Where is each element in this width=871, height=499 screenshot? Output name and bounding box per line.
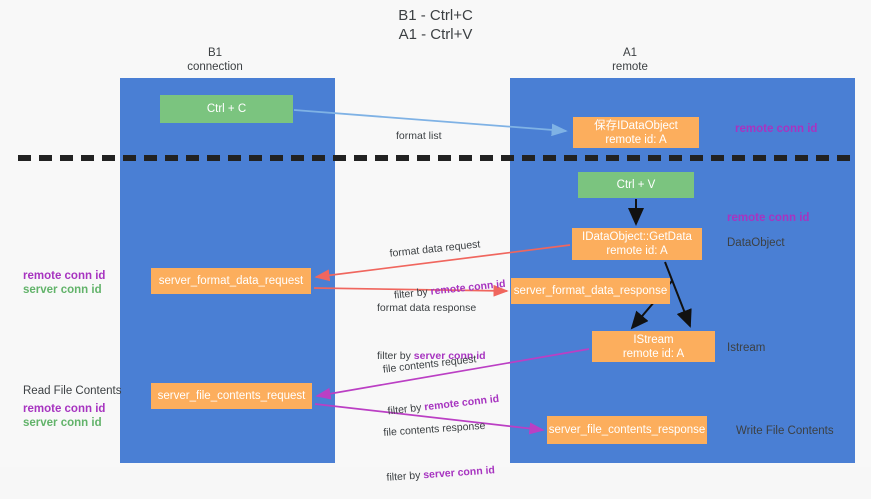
node-idataobject-getdata[interactable]: IDataObject::GetData remote id: A <box>572 228 702 260</box>
node-sublabel: remote id: A <box>605 133 667 146</box>
node-label: Ctrl + C <box>206 103 247 115</box>
arrow-file-contents-response <box>314 403 545 435</box>
edge-label-text: file contents response <box>383 419 486 439</box>
annotation-remote-conn-id-mid: remote conn id <box>727 212 810 224</box>
annotation-left-conn-ids-group-2: remote conn id server conn id <box>23 402 105 430</box>
node-label: server_file_contents_request <box>157 390 306 402</box>
filter-value: server conn id <box>413 350 486 362</box>
node-istream[interactable]: IStream remote id: A <box>592 331 715 362</box>
node-server-file-contents-response[interactable]: server_file_contents_response <box>547 416 707 444</box>
node-sublabel: remote id: A <box>606 245 668 257</box>
arrow-format-data-response <box>313 284 509 297</box>
edge-label-filter: filter by server conn id <box>386 463 495 485</box>
arrow-format-list <box>293 109 568 137</box>
node-label: 保存IDataObject <box>594 119 678 132</box>
arrow-format-data-request <box>314 244 571 282</box>
node-save-idataobject[interactable]: 保存IDataObject remote id: A <box>573 117 699 148</box>
phase-divider <box>18 155 858 161</box>
node-label: Ctrl + V <box>616 179 656 191</box>
annotation-left-conn-ids-group: remote conn id server conn id <box>23 269 105 297</box>
arrow-getdata-to-istream <box>664 261 692 328</box>
annotation-remote-conn-id-top: remote conn id <box>735 123 818 135</box>
node-label: IDataObject::GetData <box>582 231 692 243</box>
column-header-a1: A1 remote <box>612 47 648 73</box>
node-ctrl-c[interactable]: Ctrl + C <box>160 95 293 123</box>
edge-label-file-contents-response: file contents response filter by server … <box>381 390 496 498</box>
edge-label-text: format data response <box>377 302 477 314</box>
edge-label-text: format list <box>396 130 442 142</box>
column-header-b1: B1 connection <box>187 47 243 73</box>
annotation-write-file-contents: Write File Contents <box>736 425 834 437</box>
filter-prefix: filter by <box>377 350 414 362</box>
node-server-format-data-response[interactable]: server_format_data_response <box>511 278 670 304</box>
filter-prefix: filter by <box>386 469 424 484</box>
page-title: B1 - Ctrl+C A1 - Ctrl+V <box>398 7 473 43</box>
node-server-file-contents-request[interactable]: server_file_contents_request <box>151 383 312 409</box>
edge-label-text: file contents request <box>382 353 478 376</box>
node-sublabel: remote id: A <box>622 347 685 360</box>
node-ctrl-v[interactable]: Ctrl + V <box>578 172 694 198</box>
node-label: server_format_data_request <box>158 275 304 287</box>
annotation-left-server-conn-id-2: server conn id <box>23 417 102 429</box>
annotation-left-server-conn-id: server conn id <box>23 284 102 296</box>
edge-label-text: format data request <box>389 238 481 260</box>
annotation-dataobject: DataObject <box>727 237 785 249</box>
annotation-left-remote-conn-id-2: remote conn id <box>23 403 106 415</box>
edge-label-filter: filter by server conn id <box>377 349 486 363</box>
edge-label-format-data-response: format data response filter by server co… <box>377 273 486 377</box>
annotation-left-remote-conn-id: remote conn id <box>23 270 106 282</box>
arrow-file-contents-request <box>315 348 590 400</box>
annotation-istream: Istream <box>727 342 766 354</box>
node-label: server_format_data_response <box>513 285 668 297</box>
node-label: server_file_contents_response <box>548 424 706 436</box>
annotation-read-file-contents: Read File Contents <box>23 385 122 397</box>
node-server-format-data-request[interactable]: server_format_data_request <box>151 268 311 294</box>
node-label: IStream <box>633 333 674 346</box>
edge-label-format-list: format list <box>396 101 442 157</box>
